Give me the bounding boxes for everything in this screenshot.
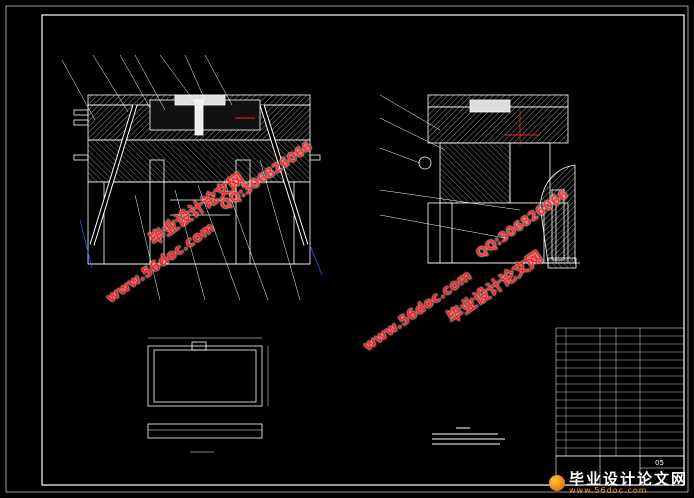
logo-ball-icon xyxy=(548,475,565,491)
bom-rows xyxy=(556,328,684,457)
title-block xyxy=(555,455,685,486)
side-section-view xyxy=(418,94,580,269)
front-leader-lines xyxy=(61,54,301,301)
side-leader-lines xyxy=(379,94,521,239)
sheet-number: 05 xyxy=(655,459,664,467)
site-logo: 毕业设计论文网 www.56doc.com xyxy=(548,469,688,495)
front-section-view xyxy=(73,94,323,276)
logo-site-text: www.56doc.com xyxy=(568,485,648,495)
drawing-frame xyxy=(5,5,689,493)
part-view xyxy=(147,337,269,453)
technical-notes xyxy=(432,427,505,445)
logo-brand-text: 毕业设计论文网 xyxy=(568,469,688,488)
